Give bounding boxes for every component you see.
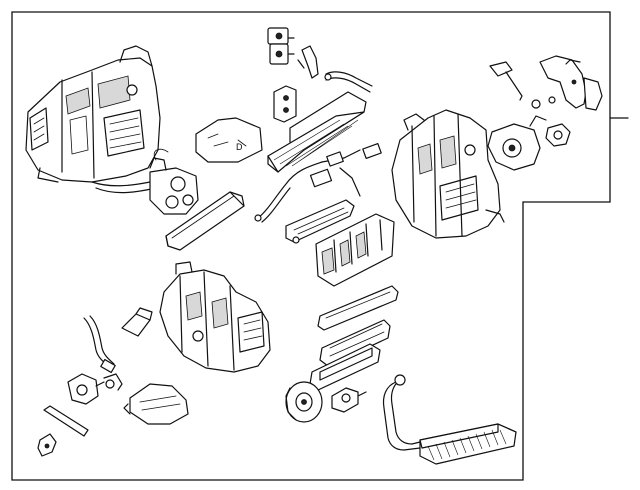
hvac-housing-right [391, 109, 505, 239]
evaporator-core [267, 91, 367, 173]
blower-resistor [331, 387, 367, 413]
hvac-housing-left [25, 45, 161, 183]
expansion-valve [267, 27, 295, 65]
blower-motor-small [67, 373, 105, 405]
louver-grille [319, 319, 391, 367]
sensor-clip [273, 85, 297, 123]
blower-motor-assembly [91, 148, 199, 215]
door-shaft [317, 285, 399, 331]
svg-text:D: D [236, 142, 243, 152]
seal-plate: D [195, 117, 263, 163]
resistor [121, 307, 153, 337]
wire-harness [254, 142, 382, 223]
cabin-filter [165, 191, 245, 251]
heater-core [419, 423, 517, 465]
blower-cover [123, 383, 189, 425]
clip-small [489, 61, 556, 109]
actuator-bracket [539, 55, 603, 111]
drain-hose [83, 315, 116, 374]
lever-link [103, 373, 123, 391]
sensor-clip-small [37, 433, 57, 457]
evaporator-pipe [324, 71, 373, 93]
bracket-small [297, 45, 319, 79]
small-gear [545, 123, 571, 147]
blower-fan [285, 381, 323, 423]
mode-door-assembly [315, 213, 395, 287]
hvac-housing-lower [159, 261, 271, 373]
actuator-motor [487, 115, 547, 171]
duct-link [43, 405, 89, 437]
heater-core-pipes [382, 374, 421, 451]
diagram-frame [11, 11, 611, 481]
cover-plate [285, 199, 355, 244]
